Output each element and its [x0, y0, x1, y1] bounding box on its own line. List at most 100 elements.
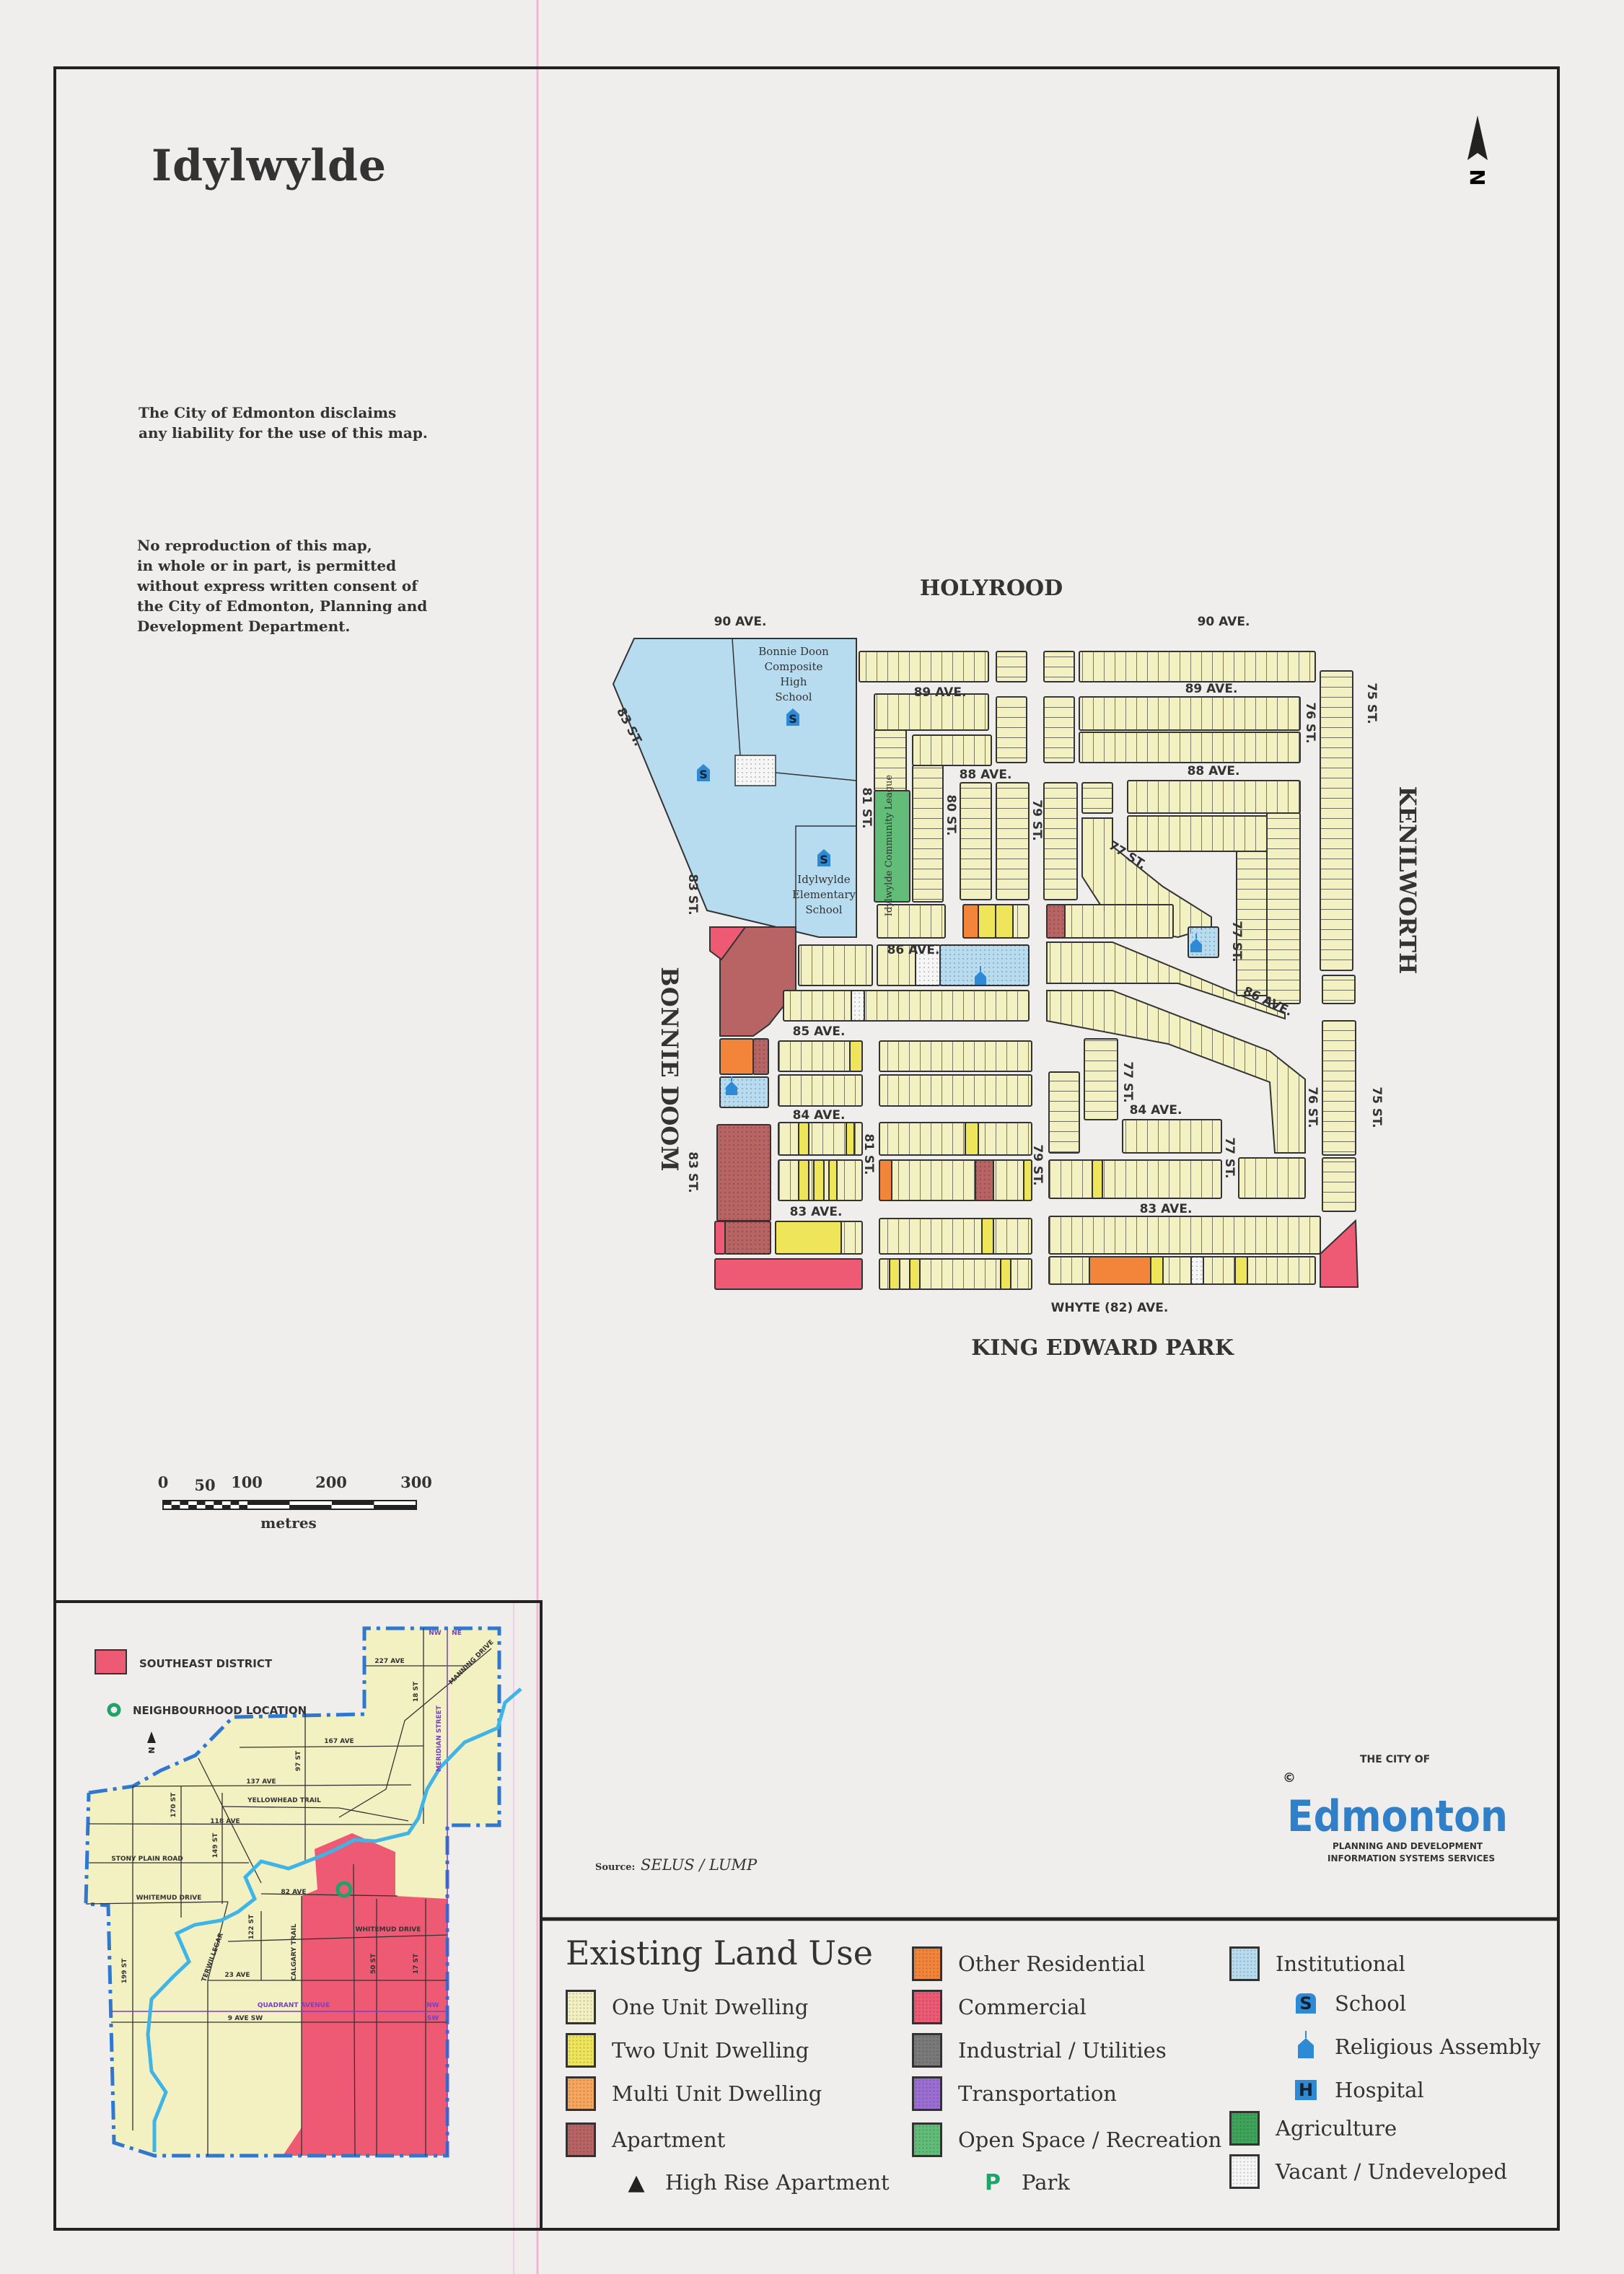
legend-label: Commercial: [958, 1995, 1087, 2019]
legend-label: High Rise Apartment: [665, 2170, 890, 2195]
inset-road-label: 167 AVE: [324, 1738, 354, 1745]
legend-symbol-hospital: H Hospital: [1291, 2072, 1424, 2108]
legend-label: Multi Unit Dwelling: [612, 2081, 822, 2106]
facility-label: Idylwylde Community League: [884, 775, 895, 917]
school-icon: S: [1291, 1993, 1320, 2014]
legend-label: Other Residential: [958, 1952, 1146, 1976]
texture: [975, 1160, 993, 1200]
lot-lines: [1079, 697, 1300, 730]
inset-road-label: 23 AVE: [224, 1972, 250, 1979]
legend-label: Institutional: [1276, 1952, 1405, 1976]
disclaimer: The City of Edmonton disclaims any liabi…: [139, 403, 428, 443]
lot-lines: [879, 1160, 1032, 1200]
facility-label: Elementary: [792, 888, 856, 901]
facility-label: School: [775, 690, 812, 703]
disclaimer-line: The City of Edmonton disclaims: [139, 404, 397, 421]
legend-label: Hospital: [1335, 2078, 1424, 2102]
southeast-district-area: [283, 1833, 447, 2156]
street-label: 83 AVE.: [790, 1205, 843, 1219]
texture: [916, 945, 940, 985]
lot-lines: [913, 765, 943, 902]
inset-road-label: SW: [427, 2015, 439, 2022]
logo-name: Edmonton: [1287, 1791, 1508, 1842]
inset-road: [132, 1784, 412, 1787]
lot-lines: [799, 945, 872, 985]
legend-swatch: [1229, 1946, 1260, 1981]
inset-road-label: NE: [452, 1630, 462, 1637]
inset-road: [239, 1745, 424, 1748]
street-label: 77 ST.: [1120, 1061, 1135, 1102]
legend-symbol-high-rise-apartment: ▲High Rise Apartment: [622, 2164, 890, 2200]
lot-lines: [1239, 1158, 1305, 1198]
two-unit-lot: [849, 1040, 863, 1072]
commercial-lot: [714, 1221, 726, 1255]
legend-item-other-residential: Other Residential: [912, 1946, 1145, 1982]
other-residential-lot: [1089, 1256, 1151, 1285]
hospital-icon: H: [1291, 2080, 1320, 2100]
street-label: 84 AVE.: [793, 1108, 846, 1123]
legend-swatch: [912, 1990, 942, 2024]
inset-road-label: 118 AVE: [210, 1818, 240, 1825]
two-unit-lot: [909, 1258, 921, 1290]
church-icon: [1190, 934, 1202, 952]
legend-item-transportation: Transportation: [912, 2076, 1117, 2112]
two-unit-lot: [965, 1122, 979, 1156]
inset-road: [260, 1893, 398, 1897]
inset-road: [353, 1863, 356, 2156]
legend-label: Transportation: [958, 2081, 1117, 2106]
lot-lines: [1123, 1120, 1221, 1153]
inset-north-label: N: [146, 1747, 156, 1753]
inset-north-arrow-icon: [147, 1731, 156, 1743]
lot-lines: [1049, 1160, 1221, 1198]
two-unit-lot: [1092, 1159, 1103, 1199]
legend-label: Open Space / Recreation: [958, 2128, 1222, 2152]
inset-road-label: 50 ST: [370, 1953, 377, 1974]
street-label: 90 AVE.: [1198, 615, 1250, 629]
southeast-district-swatch: [95, 1649, 127, 1674]
legend-swatch: [912, 2033, 942, 2068]
two-unit-lot: [995, 904, 1014, 939]
inset-road-label: MERIDIAN STREET: [436, 1705, 443, 1772]
lot-lines: [1079, 651, 1315, 682]
street-label: 75 ST.: [1369, 1086, 1384, 1128]
source-label: Source:: [595, 1862, 635, 1873]
inset-road-label: STONY PLAIN ROAD: [111, 1856, 183, 1863]
commercial-lot: [714, 1258, 863, 1290]
notice-line: the City of Edmonton, Planning and: [137, 597, 428, 615]
scale-tick: 300: [400, 1473, 432, 1491]
legend-swatch: [1229, 2111, 1260, 2146]
inset-road: [221, 1806, 409, 1822]
lot-lines: [879, 1075, 1032, 1106]
lot-lines: [1082, 783, 1112, 813]
legend-swatch: [912, 2076, 942, 2111]
street-label: 89 AVE.: [914, 685, 967, 700]
lot-lines: [874, 694, 988, 730]
legend-swatch: [912, 2122, 942, 2157]
lot-lines: [778, 1041, 862, 1071]
lot-lines: [1047, 942, 1285, 1019]
street-label: 88 AVE.: [1188, 764, 1240, 778]
inset-road: [338, 1648, 492, 1818]
street-label: 83 ST.: [685, 1151, 700, 1193]
legend-swatch: [566, 2033, 596, 2068]
inset-road-label: 9 AVE SW: [228, 2015, 263, 2022]
church-icon: [1291, 2031, 1320, 2063]
lot-lines: [778, 1075, 862, 1106]
lot-lines: [1128, 816, 1267, 851]
apartment-parcel: [719, 926, 796, 1037]
legend-symbol-school: S School: [1291, 1985, 1406, 2021]
open-space-lot: [874, 790, 910, 903]
legend-label: Apartment: [612, 2128, 726, 2152]
inset-road: [85, 1901, 229, 1905]
inset-road-label: 227 AVE: [374, 1658, 404, 1665]
scale-tick: 0: [158, 1473, 169, 1491]
legend-label: Vacant / Undeveloped: [1276, 2159, 1508, 2184]
lot-lines: [1237, 851, 1267, 996]
legend-label: Industrial / Utilities: [958, 2038, 1167, 2063]
two-unit-lot: [1150, 1256, 1164, 1285]
notice-line: Development Department.: [137, 618, 351, 635]
legend-label: School: [1335, 1991, 1406, 2016]
street-label: 81 ST.: [859, 787, 874, 828]
lot-lines: [1322, 975, 1355, 1004]
